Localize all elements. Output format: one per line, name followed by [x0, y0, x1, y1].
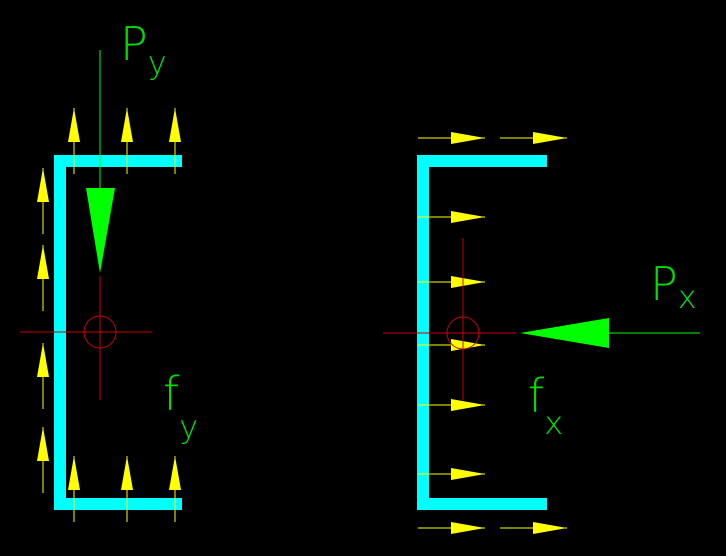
point-load-px-arrow: [520, 318, 700, 348]
stress-label-fy: fy: [163, 367, 198, 446]
point-load-py-arrow: [86, 50, 115, 273]
stress-label-fx: fx: [528, 369, 563, 442]
centroid-marker-left: [20, 276, 152, 400]
right-channel-diagram: Px fx: [383, 131, 700, 535]
left-channel-diagram: Py fy: [20, 17, 198, 523]
load-label-py: Py: [120, 17, 167, 82]
load-label-px: Px: [650, 257, 697, 316]
centroid-marker-right: [383, 238, 516, 400]
